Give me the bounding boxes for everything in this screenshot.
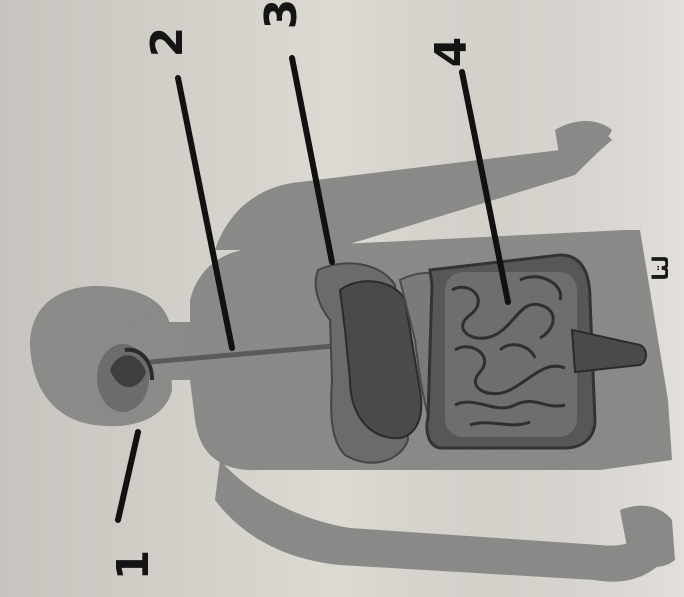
stray-text: لتا <box>649 255 674 281</box>
label-2: 2 <box>142 27 193 58</box>
label-1: 1 <box>108 550 159 581</box>
small-intestine <box>445 272 577 437</box>
label-3: 3 <box>256 0 307 29</box>
label-4: 4 <box>426 37 477 68</box>
